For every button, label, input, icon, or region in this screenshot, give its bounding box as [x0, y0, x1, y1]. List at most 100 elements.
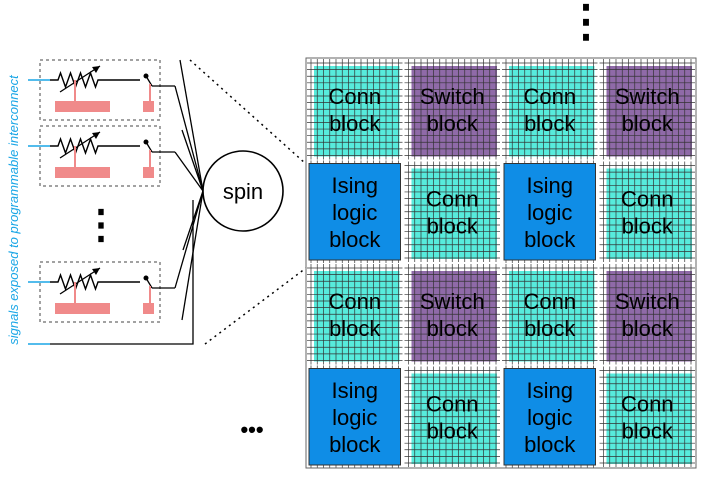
variable-arrow — [59, 131, 101, 159]
spin-circuit — [28, 125, 204, 192]
spin-label: spin — [223, 179, 263, 204]
resistor-zigzag — [50, 70, 140, 90]
fabric-top-ellipsis: ⋮ — [564, 0, 608, 46]
cell-label-line: block — [524, 316, 576, 341]
routing-wires — [404, 59, 500, 160]
switch-block-fill — [411, 66, 497, 157]
cell-label-line: block — [622, 213, 674, 238]
conn-block-fill — [314, 271, 400, 362]
switch-pad — [143, 101, 154, 112]
cell-label-line: block — [329, 432, 381, 457]
cell-label-line: Switch — [615, 84, 680, 109]
arrow-head — [92, 132, 100, 139]
cell-label-line: block — [524, 432, 576, 457]
cell-label-line: Conn — [426, 186, 479, 211]
routing-wires — [307, 59, 403, 160]
hub-wire — [174, 151, 204, 192]
resistor-bar — [55, 303, 110, 314]
hub-wire — [174, 85, 204, 192]
cell-label-line: logic — [332, 200, 377, 225]
conn-block-fill — [606, 168, 692, 259]
conn-block-fill — [314, 66, 400, 157]
routing-wires — [599, 366, 695, 467]
cell-label-line: logic — [527, 200, 572, 225]
spin-node: spin — [202, 150, 284, 232]
cell-label-line: Ising — [332, 378, 378, 403]
spin-circuit — [28, 59, 204, 192]
circuit-box — [39, 59, 161, 121]
cell-label-line: block — [622, 418, 674, 443]
spin-output-wire — [50, 200, 194, 345]
arrow-head — [92, 66, 100, 73]
spin-circuit — [28, 190, 204, 323]
cell-label-line: Switch — [420, 289, 485, 314]
cell-label-line: block — [622, 111, 674, 136]
fan-wire — [181, 129, 204, 192]
conn-block-fill — [509, 271, 595, 362]
routing-wires — [505, 160, 594, 263]
variable-arrow — [59, 65, 101, 93]
fabric-grid: ConnblockSwitchblockConnblockSwitchblock… — [305, 57, 697, 469]
switch-block-fill — [606, 66, 692, 157]
cell-label-line: Conn — [621, 391, 674, 416]
cell-label-line: Ising — [332, 173, 378, 198]
routing-wires — [310, 160, 399, 263]
resistor-bar — [55, 101, 110, 112]
cell-label-line: Conn — [621, 186, 674, 211]
cell-label-line: logic — [332, 405, 377, 430]
conn-block-fill — [411, 373, 497, 464]
resistor-bar — [55, 167, 110, 178]
cell-label-line: Conn — [328, 289, 381, 314]
switch-block-fill — [411, 271, 497, 362]
cell-label-line: logic — [527, 405, 572, 430]
cell-label-line: block — [427, 418, 479, 443]
ising-block-fill — [308, 163, 401, 261]
conn-block-fill — [411, 168, 497, 259]
cell-label-line: block — [427, 213, 479, 238]
cell-label-line: Conn — [523, 289, 576, 314]
left-vertical-ellipsis: ⋮ — [81, 203, 121, 247]
routing-wires — [404, 366, 500, 467]
resistor-zigzag — [50, 136, 140, 156]
routing-wires — [307, 264, 403, 365]
variable-arrow — [59, 267, 101, 295]
circuit-box — [39, 261, 161, 323]
zoom-line-top — [189, 59, 307, 165]
cell-label-line: block — [329, 316, 381, 341]
switch-pad — [143, 303, 154, 314]
fan-wire — [179, 59, 204, 192]
routing-wires — [599, 161, 695, 262]
switch-block-fill — [606, 271, 692, 362]
spin-circle — [202, 150, 284, 232]
circuit-box — [39, 125, 161, 187]
cell-label-line: Ising — [527, 378, 573, 403]
side-label: signals exposed to programmable intercon… — [6, 74, 21, 345]
cell-label-line: block — [329, 111, 381, 136]
routing-wires — [599, 264, 695, 365]
routing-wires — [404, 264, 500, 365]
hub-wire — [174, 190, 204, 289]
routing-wires — [404, 161, 500, 262]
fabric-border — [305, 57, 697, 469]
cell-label-line: block — [427, 111, 479, 136]
cell-label-line: block — [427, 316, 479, 341]
conn-block-fill — [606, 373, 692, 464]
cell-label-line: Conn — [328, 84, 381, 109]
cell-label-line: Conn — [426, 391, 479, 416]
spin-circuits — [28, 59, 204, 345]
